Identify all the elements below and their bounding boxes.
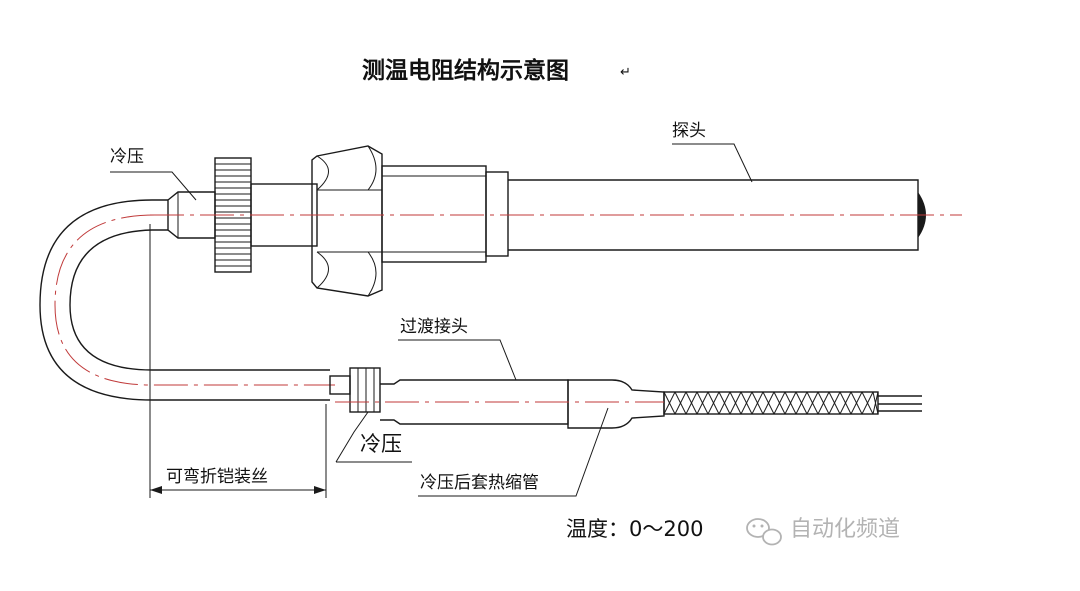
- braid-strand: [685, 391, 698, 415]
- cable-centerline: [54, 214, 335, 386]
- leader-probe: [672, 143, 753, 183]
- hex-chamfers: [316, 145, 377, 297]
- watermark: 自动化频道: [746, 517, 900, 546]
- braid-strand: [795, 391, 808, 415]
- annotations: 冷压 探头 过渡接头 冷压 冷压后套热缩管 可弯折铠装丝 温度：0～200: [110, 121, 753, 541]
- braid-strand: [718, 391, 731, 415]
- paragraph-mark: ↵: [620, 65, 631, 80]
- cable-inner-edge: [69, 229, 330, 371]
- braid-strand: [806, 391, 819, 415]
- wechat-icon: [746, 518, 782, 546]
- bent-armored-cable: [39, 199, 335, 401]
- braid-strand: [784, 391, 797, 415]
- label-transition-joint: 过渡接头: [400, 317, 468, 337]
- braid-strand: [663, 391, 676, 415]
- leader-transition-joint: [398, 339, 517, 381]
- braid-strand: [872, 391, 879, 415]
- braid-strand: [751, 391, 764, 415]
- braid-strand: [674, 391, 687, 415]
- leader-heat-shrink: [418, 407, 609, 497]
- cold-press-ferrule-bottom: [349, 367, 381, 413]
- heat-shrink-sleeve: [567, 379, 665, 429]
- braid-strand: [707, 391, 720, 415]
- label-temperature: 温度：0～200: [566, 517, 703, 541]
- leader-cold-press-bottom: [335, 411, 369, 463]
- dimension-arrow-left: [150, 486, 162, 494]
- cable-outer-edge: [39, 199, 330, 401]
- knurl-pattern: [215, 163, 251, 267]
- braid-strand: [861, 391, 874, 415]
- braid-strand: [696, 391, 709, 415]
- leader-cold-press-top: [110, 171, 197, 201]
- braid-strand: [740, 391, 753, 415]
- braid-strand: [817, 391, 830, 415]
- braid-strand: [839, 391, 852, 415]
- label-cold-press-top: 冷压: [110, 147, 144, 167]
- dimension-arrow-right: [314, 486, 326, 494]
- braid-strand: [762, 391, 775, 415]
- upper-assembly: [150, 145, 962, 297]
- braid-strand: [729, 391, 742, 415]
- watermark-text: 自动化频道: [790, 517, 900, 542]
- threaded-section: [381, 165, 487, 263]
- hex-nut: [311, 145, 383, 297]
- braid-strand: [773, 391, 786, 415]
- braid-strand: [850, 391, 863, 415]
- label-cold-press-bottom: 冷压: [360, 432, 402, 456]
- braid-pattern: [663, 391, 879, 415]
- label-bendable-armor: 可弯折铠装丝: [166, 467, 268, 487]
- braid-strand: [828, 391, 841, 415]
- label-heat-shrink: 冷压后套热缩管: [420, 473, 539, 493]
- label-probe: 探头: [672, 121, 706, 141]
- braided-cable: [663, 391, 879, 415]
- lower-assembly: [329, 367, 922, 429]
- thread-shoulder: [485, 171, 509, 257]
- diagram-title: 测温电阻结构示意图: [362, 57, 569, 84]
